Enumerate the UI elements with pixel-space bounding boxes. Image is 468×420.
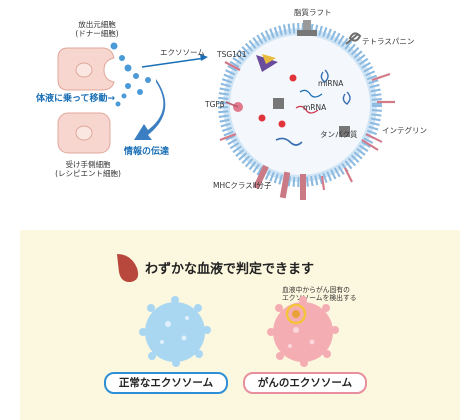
exosome-pointer-arrow xyxy=(141,57,206,68)
cancer-exosome-label: がんのエクソソーム xyxy=(243,372,367,394)
info-transfer-label: 情報の伝達 xyxy=(124,147,170,157)
released-exosome-dots xyxy=(110,42,151,107)
lipid-raft-label: 脂質ラフト xyxy=(294,8,332,17)
exosome-diagram xyxy=(57,20,395,200)
integrin-label: インテグリン xyxy=(382,126,427,135)
blood-test-panel xyxy=(20,230,460,420)
panel-headline: わずかな血液で判定できます xyxy=(145,262,315,277)
normal-exosome xyxy=(139,296,211,367)
mirna-label: miRNA xyxy=(318,79,344,88)
mhc-label: MHCクラスⅡ分子 xyxy=(213,181,272,190)
detect-note: 血液中からがん固有の エクソソームを検出する xyxy=(282,286,357,303)
exosome-label: エクソソーム xyxy=(160,48,205,57)
blood-drop-icon xyxy=(117,254,139,282)
tsg101-label: TSG101 xyxy=(217,50,247,59)
recipient-cell xyxy=(57,112,111,154)
tetraspanin-label: テトラスパニン xyxy=(362,37,415,46)
exosome-detail xyxy=(218,20,395,200)
cancer-marker-highlight xyxy=(285,303,307,325)
cancer-exosome xyxy=(267,296,339,367)
normal-exosome-label: 正常なエクソソーム xyxy=(104,372,228,394)
recipient-cell-label: 受け手側細胞 (レシピエント細胞) xyxy=(55,160,121,178)
body-fluid-label: 体液に乗って移動→ xyxy=(36,94,116,104)
mrna-label: mRNA xyxy=(303,103,327,112)
tgf-beta-label: TGFβ xyxy=(205,100,225,109)
donor-cell xyxy=(57,47,115,91)
protein-label: タンパク質 xyxy=(320,130,358,139)
donor-cell-label: 放出元細胞 (ドナー細胞) xyxy=(75,20,119,38)
info-transfer-arrow xyxy=(134,79,166,140)
